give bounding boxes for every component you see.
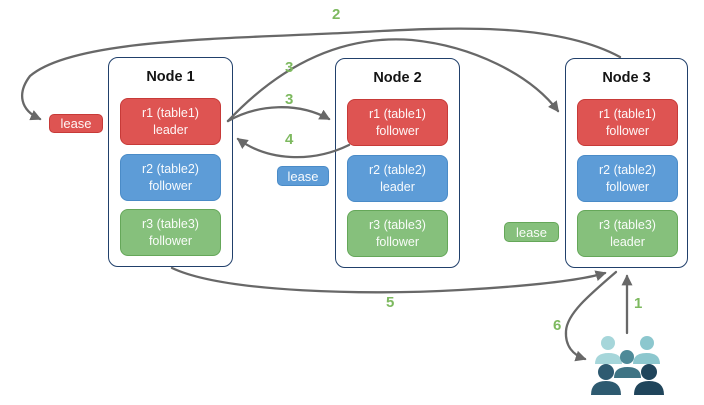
replica-role: follower (605, 123, 650, 138)
step-label-6: 6 (553, 317, 562, 334)
arrow-step-6-node3-to-users (564, 270, 618, 362)
users-group-icon (591, 336, 664, 395)
replica-name: r2 (table2) (369, 163, 426, 178)
replica-name: r3 (table3) (142, 217, 199, 232)
replica-role: leader (153, 122, 188, 137)
lease-badge-red: lease (49, 114, 103, 133)
step-label-4: 4 (285, 131, 294, 148)
replica-name: r3 (table3) (599, 218, 656, 233)
replica-name: r1 (table1) (142, 106, 199, 121)
step-label-3b: 3 (285, 91, 294, 108)
arrow-step-5-node1-to-node3 (170, 266, 607, 294)
replica-role: follower (148, 178, 193, 193)
replica-role: leader (610, 234, 645, 249)
node-3-replica-r1: r1 (table1) follower (577, 99, 678, 146)
node-2: Node 2 r1 (table1) follower r2 (table2) … (335, 58, 460, 268)
step-label-3a: 3 (285, 59, 294, 76)
replica-name: r2 (table2) (599, 163, 656, 178)
replica-role: follower (375, 123, 420, 138)
arrow-step-4-node2-to-leader (236, 137, 351, 159)
node-2-replica-r3: r3 (table3) follower (347, 210, 448, 257)
node-2-replica-r2: r2 (table2) leader (347, 155, 448, 202)
lease-badge-green: lease (504, 222, 559, 242)
node-3: Node 3 r1 (table1) follower r2 (table2) … (565, 58, 688, 268)
replica-name: r1 (table1) (369, 107, 426, 122)
node-1-title: Node 1 (146, 69, 195, 85)
step-label-2: 2 (332, 6, 341, 23)
node-2-replica-r1: r1 (table1) follower (347, 99, 448, 146)
node-1: Node 1 r1 (table1) leader r2 (table2) fo… (108, 57, 233, 267)
replica-role: follower (148, 233, 193, 248)
node-3-title: Node 3 (602, 70, 651, 86)
replica-role: follower (605, 179, 650, 194)
replica-name: r2 (table2) (142, 162, 199, 177)
step-label-1: 1 (634, 295, 643, 312)
node-3-replica-r2: r2 (table2) follower (577, 155, 678, 202)
replica-name: r3 (table3) (369, 218, 426, 233)
arrow-step-3-leader-to-node2 (226, 106, 331, 123)
node-2-title: Node 2 (373, 70, 422, 86)
lease-badge-blue: lease (277, 166, 329, 186)
replica-role: leader (380, 179, 415, 194)
step-label-5: 5 (386, 294, 395, 311)
node-1-replica-r2: r2 (table2) follower (120, 154, 221, 201)
node-1-replica-r1: r1 (table1) leader (120, 98, 221, 145)
replica-role: follower (375, 234, 420, 249)
node-3-replica-r3: r3 (table3) leader (577, 210, 678, 257)
replica-name: r1 (table1) (599, 107, 656, 122)
node-1-replica-r3: r3 (table3) follower (120, 209, 221, 256)
